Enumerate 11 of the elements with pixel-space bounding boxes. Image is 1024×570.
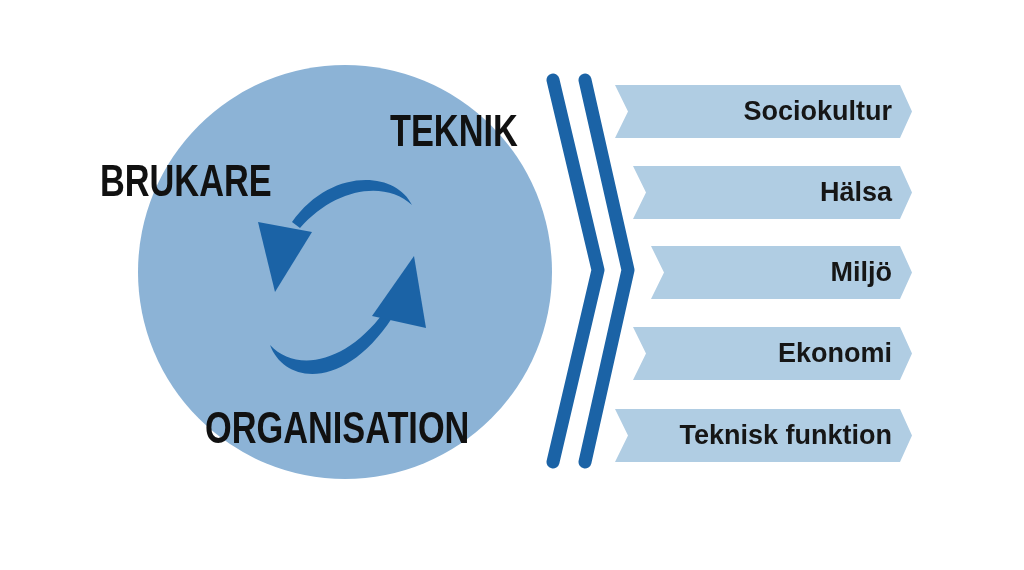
banner-shape [633,327,912,380]
banner-label: Sociokultur [743,95,892,127]
label: ORGANISATION [205,406,470,450]
banner-label: Miljö [830,256,892,288]
banner-label: Teknisk funktion [679,419,892,451]
banner-shape [615,409,912,462]
banner-shape [633,166,912,219]
banner-shape [615,85,912,138]
banner-label: Hälsa [819,176,892,208]
banner-shape [651,246,912,299]
banner-label: Ekonomi [778,337,892,369]
